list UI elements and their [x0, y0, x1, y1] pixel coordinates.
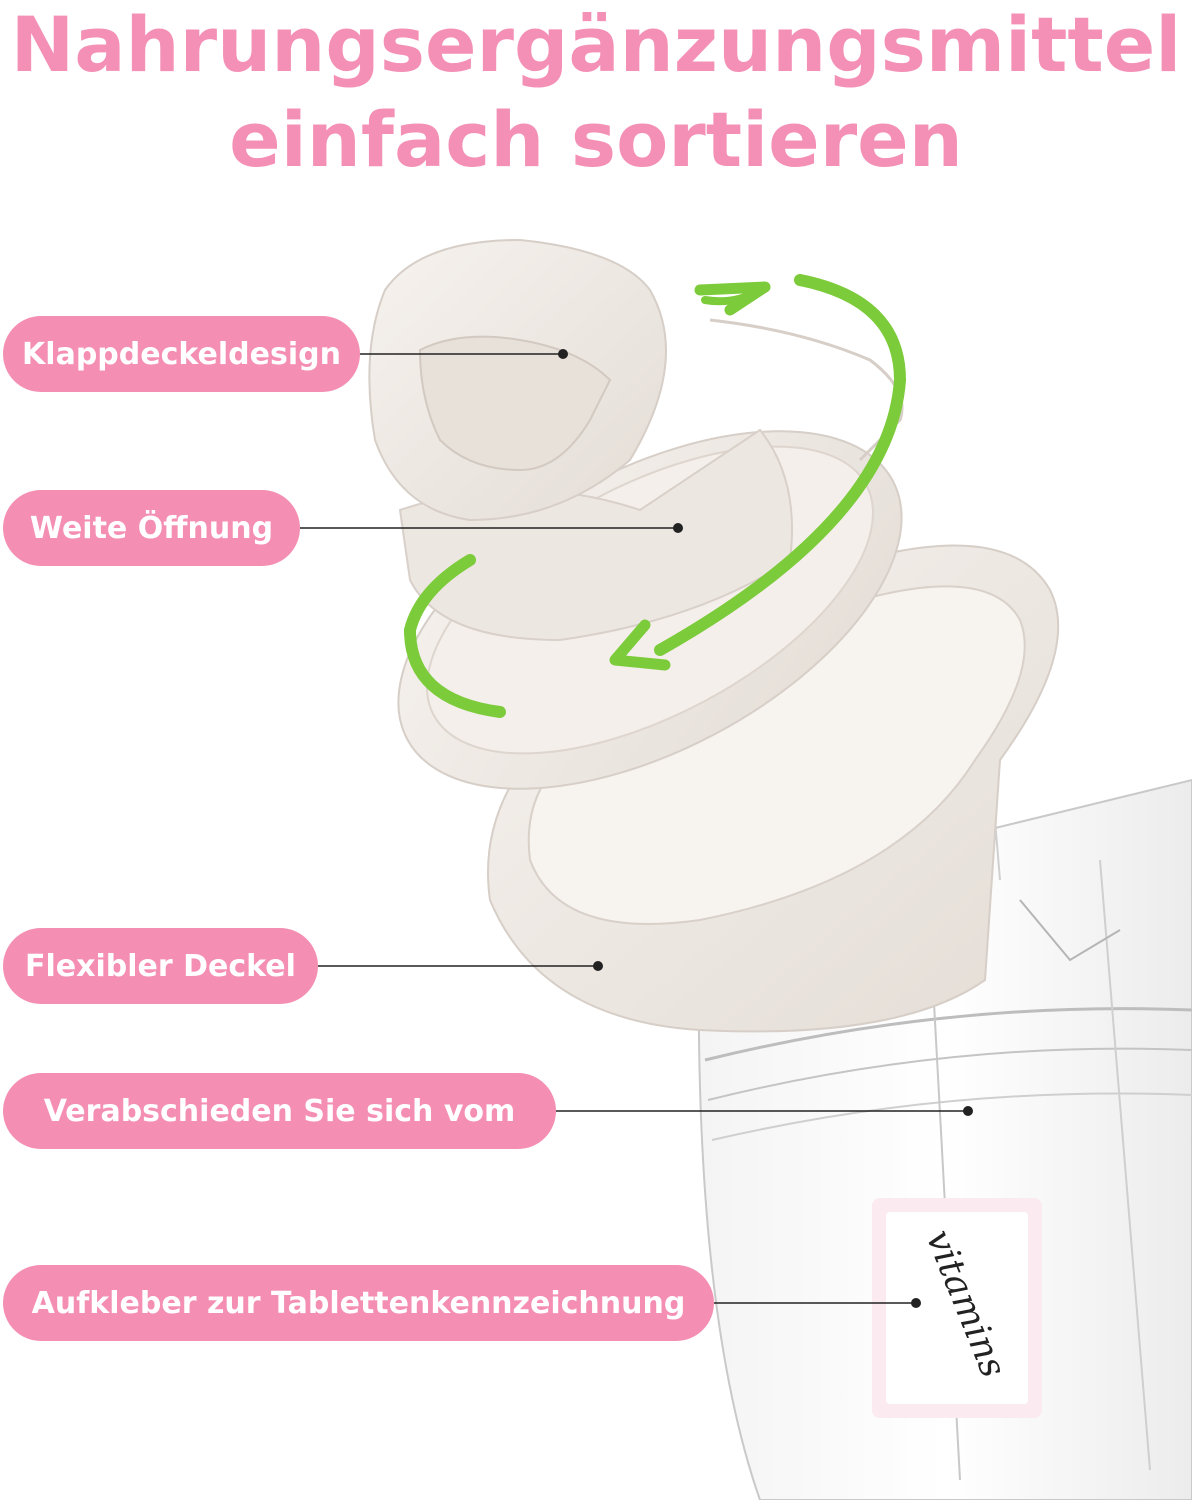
- rotation-arrow-icon: [403, 274, 907, 718]
- callout-flexibler-deckel: Flexibler Deckel: [3, 928, 318, 1004]
- callout-weite-oeffnung: Weite Öffnung: [3, 490, 300, 566]
- headline-line-1: Nahrungsergänzungsmittel: [10, 0, 1182, 89]
- callout-aufkleber: Aufkleber zur Tablettenkennzeichnung: [3, 1265, 714, 1341]
- headline-line-2: einfach sortieren: [229, 95, 963, 184]
- callout-leaders: [300, 349, 973, 1308]
- callout-klappdeckeldesign: Klappdeckeldesign: [3, 316, 360, 392]
- callout-verabschieden: Verabschieden Sie sich vom: [3, 1073, 556, 1149]
- vitamins-sticker: [872, 1198, 1042, 1418]
- flip-lid-cap: [368, 238, 904, 790]
